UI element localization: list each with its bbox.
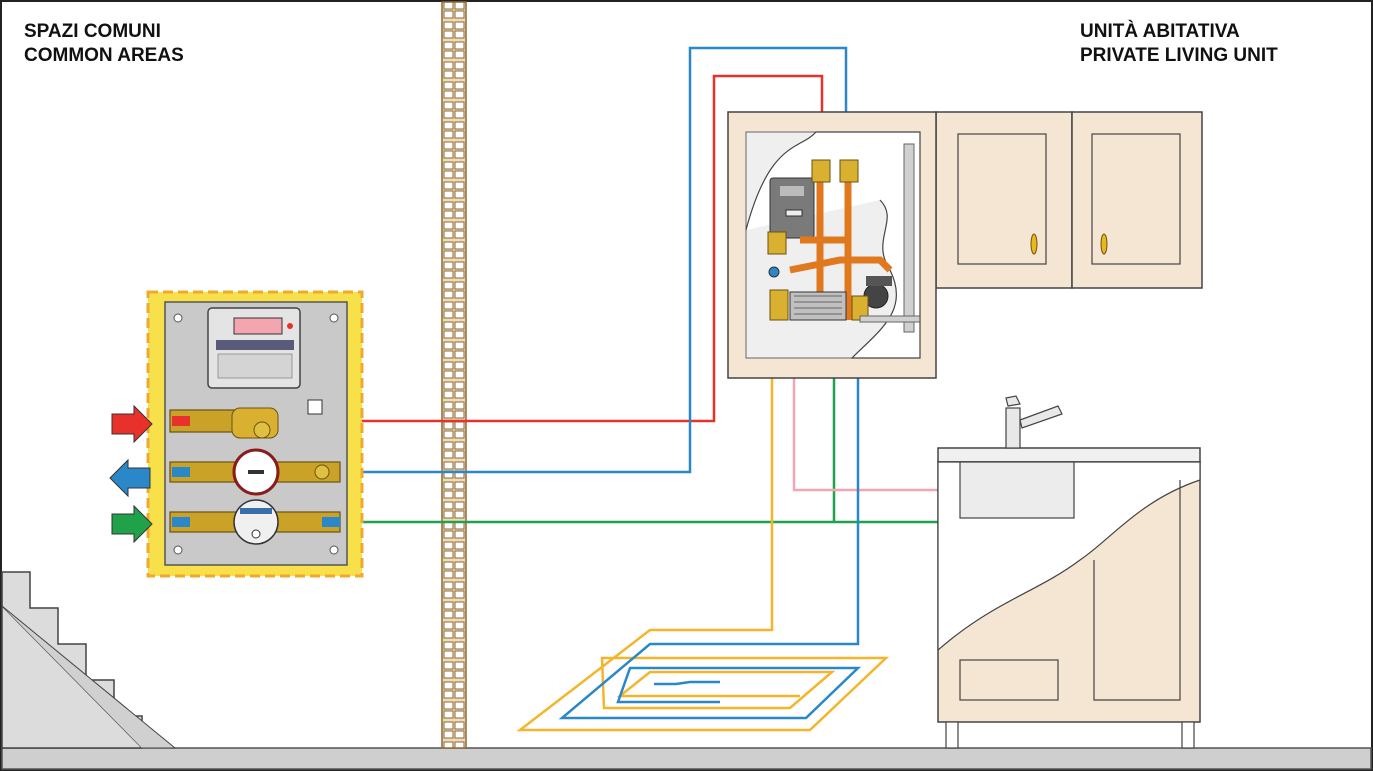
mounting-bracket (903, 143, 915, 333)
floor-heating-core (654, 680, 720, 686)
floor (1, 747, 1372, 770)
internal-valve (811, 159, 831, 183)
floor-heating-supply (516, 378, 890, 732)
internal-pipework (789, 170, 893, 320)
private-unit-title-en: PRIVATE LIVING UNIT (1080, 45, 1278, 66)
heat-exchanger (789, 291, 847, 321)
return-arrow (109, 458, 151, 498)
satellite-cabinet (727, 111, 937, 379)
panel-switch (307, 399, 323, 415)
cold-water-arrow (111, 504, 153, 544)
hot-supply-valve-group (169, 407, 279, 439)
internal-valve (769, 289, 789, 321)
brick-wall (441, 1, 467, 749)
heat-meter-brand-strip (216, 340, 294, 350)
hot-supply-pipe (275, 74, 824, 423)
upper-cabinets (935, 111, 1203, 289)
cabinet-handle (1030, 233, 1038, 255)
cold-water-valve-group (169, 499, 341, 545)
common-areas-title-en: COMMON AREAS (24, 45, 184, 66)
private-unit-title-it: UNITÀ ABITATIVA (1080, 21, 1240, 42)
faucet-icon (1005, 395, 1063, 449)
common-areas-label: SPAZI COMUNI COMMON AREAS (24, 20, 184, 68)
common-areas-title-it: SPAZI COMUNI (24, 21, 161, 42)
hot-supply-arrow (111, 404, 153, 444)
internal-valve (767, 231, 787, 255)
countertop (937, 447, 1201, 463)
private-unit-label: UNITÀ ABITATIVA PRIVATE LIVING UNIT (1080, 20, 1278, 68)
heat-meter-display (233, 317, 283, 335)
cabinet-handle (1100, 233, 1108, 255)
return-valve-group (169, 448, 341, 496)
kitchen-base (937, 447, 1201, 749)
sink-basin (959, 461, 1075, 519)
meter-panel (146, 290, 364, 578)
internal-valve (839, 159, 859, 183)
cabinet-leg (1181, 721, 1195, 749)
return-pipe (340, 46, 848, 474)
cabinet-leg (945, 721, 959, 749)
floor-heating-return (558, 378, 862, 720)
staircase (1, 571, 177, 749)
